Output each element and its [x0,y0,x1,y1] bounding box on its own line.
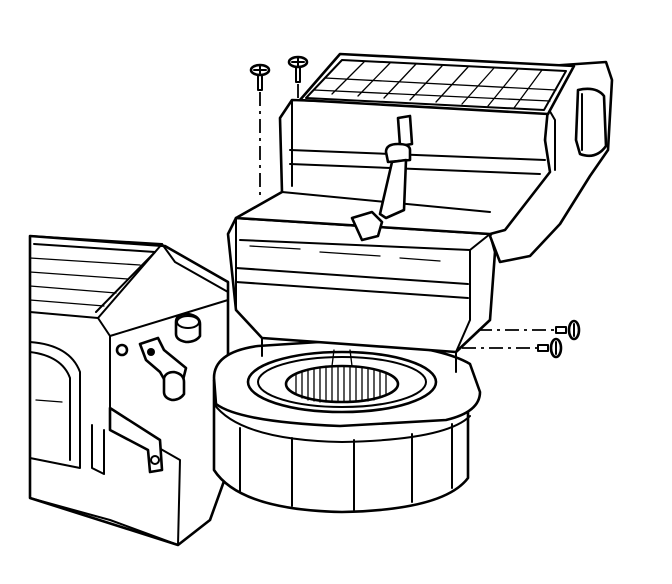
lower-case-body [226,216,497,373]
air-filter-grille [298,52,576,116]
screw-top-left [249,63,271,196]
screw-right-upper [478,319,581,341]
mounting-screws [249,55,581,359]
blower-motor-fan [212,338,482,514]
screw-top-center [287,55,309,100]
hvac-module-upper-case [234,60,614,264]
screw-right-lower [462,337,563,359]
dashboard-housing [28,234,230,547]
